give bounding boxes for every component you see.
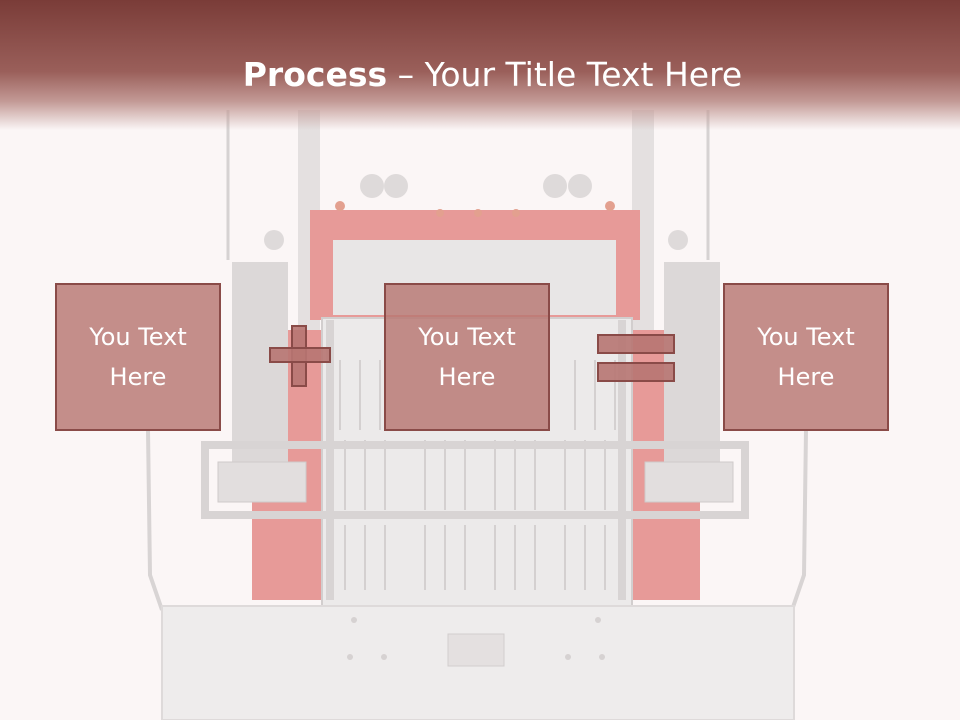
- plus-horizontal-bar: [269, 347, 331, 363]
- title-rest: – Your Title Text Here: [387, 55, 743, 94]
- equals-top-bar: [597, 334, 675, 354]
- title-header-band: [0, 0, 960, 130]
- equals-bottom-bar: [597, 362, 675, 382]
- process-box-3[interactable]: You Text Here: [723, 283, 889, 431]
- title-bold-word: Process: [242, 55, 388, 94]
- process-box-2[interactable]: You Text Here: [384, 283, 550, 431]
- slide-title: Process – Your Title Text Here: [0, 52, 960, 98]
- process-box-1[interactable]: You Text Here: [55, 283, 221, 431]
